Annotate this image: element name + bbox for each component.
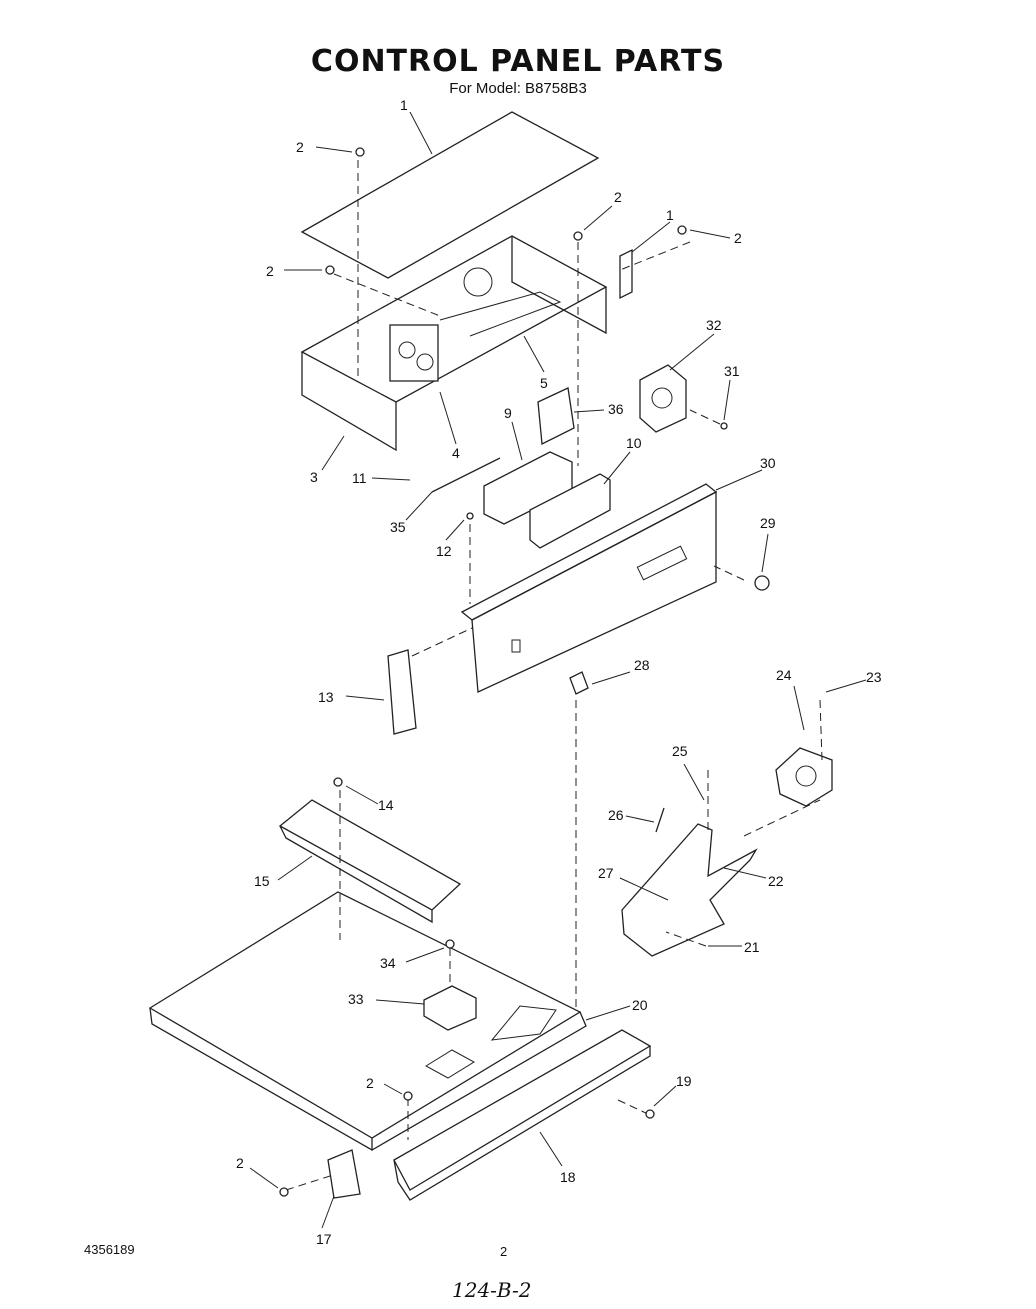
part-29-knob [754,575,770,591]
callout-12: 12 [436,543,452,559]
part-22-bracket [621,823,758,957]
callout-9: 9 [504,405,512,421]
part-36-board [537,387,575,446]
callout-33: 33 [348,991,364,1007]
callout-23: 23 [866,669,882,685]
model-subtitle: For Model: B8758B3 [449,80,587,97]
part-30-control-panel [460,483,718,693]
callout-2: 2 [266,263,274,279]
page-number: 2 [500,1244,508,1259]
callout-31: 31 [724,363,740,379]
callout-20: 20 [632,997,648,1013]
callout-2: 2 [614,189,622,205]
callout-13: 13 [318,689,334,705]
callout-28: 28 [634,657,650,673]
callout-3: 3 [310,469,318,485]
callout-19: 19 [676,1073,692,1089]
callout-15: 15 [254,873,270,889]
document-number: 4356189 [84,1242,135,1257]
part-1-top-cover [300,111,600,279]
callout-26: 26 [608,807,624,823]
callout-30: 30 [760,455,776,471]
part-13-end-cap [387,649,417,735]
part-24-motor [775,747,833,807]
callout-1: 1 [400,97,408,113]
callout-2: 2 [236,1155,244,1171]
callout-labels: 1 2 2 1 2 2 32 31 5 36 3 4 9 10 11 35 12… [236,97,882,1247]
part-35-rod [431,457,501,493]
part-15-channel [278,799,462,924]
part-18-trim [393,1029,652,1201]
alignment-lines [285,160,823,1191]
callout-10: 10 [626,435,642,451]
screws [279,147,728,1197]
callout-21: 21 [744,939,760,955]
part-26-pin [655,807,665,833]
callout-27: 27 [598,865,614,881]
callout-32: 32 [706,317,722,333]
callout-2: 2 [734,230,742,246]
part-20-base-plate [148,891,587,1152]
callout-35: 35 [390,519,406,535]
callout-25: 25 [672,743,688,759]
callout-24: 24 [776,667,792,683]
part-28-clip [569,671,589,695]
part-17-bracket [327,1149,361,1199]
handwritten-reference: 124-B-2 [452,1278,532,1302]
callout-1: 1 [666,207,674,223]
callout-18: 18 [560,1169,576,1185]
callout-22: 22 [768,873,784,889]
callout-36: 36 [608,401,624,417]
callout-34: 34 [380,955,396,971]
main-housing [300,235,608,452]
callout-17: 17 [316,1231,332,1247]
part-1-bracket [619,248,633,300]
callout-11: 11 [352,470,367,486]
part-10-switch-block [529,473,611,549]
callout-14: 14 [378,797,394,813]
page-title: CONTROL PANEL PARTS [310,44,726,79]
leader-lines [249,111,867,1229]
callout-2: 2 [296,139,304,155]
part-32-switch [639,364,687,433]
callout-29: 29 [760,515,776,531]
part-4-relay [389,324,439,382]
callout-5: 5 [540,375,548,391]
callout-2: 2 [366,1075,374,1091]
callout-4: 4 [452,445,460,461]
part-33-thermostat [423,985,477,1031]
